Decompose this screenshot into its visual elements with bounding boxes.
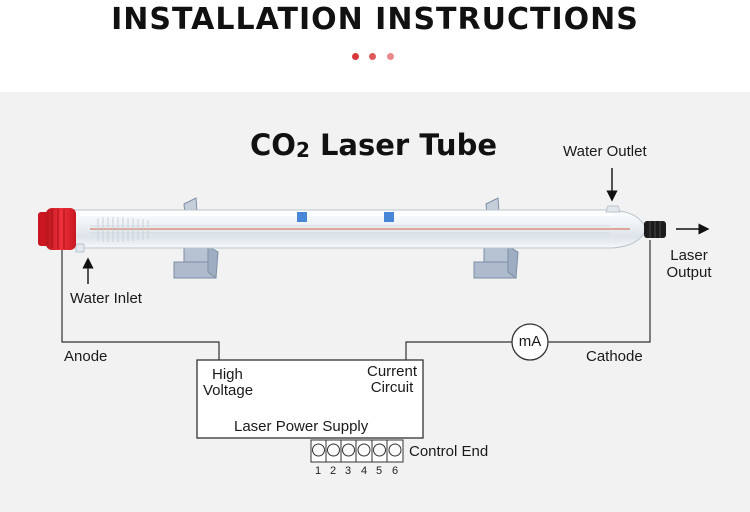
pin-number-1: 1 [314,465,322,477]
tube-title: CO2 Laser Tube [250,128,497,162]
power-supply-box [196,359,424,439]
anode-wire [61,240,220,360]
laser-output-label-line2: Output [666,264,712,281]
tube-label-sticker-right [384,212,394,222]
control-terminal-block [310,439,404,463]
pin-number-2: 2 [329,465,337,477]
laser-tube [73,205,666,253]
power-supply-label: Laser Power Supply [234,418,369,435]
current-circuit-label-line2: Circuit [370,379,414,396]
pin-number-4: 4 [360,465,368,477]
tube-title-co: CO [250,128,296,162]
terminal-screw-5 [373,443,386,457]
water-inlet-nozzle [75,243,85,253]
milliammeter-circle [511,323,549,361]
high-voltage-label-line2: Voltage [203,382,254,399]
tube-label-sticker-left [297,212,307,222]
water-inlet-label: Water Inlet [70,290,142,307]
anode-label: Anode [64,348,108,365]
terminal-screw-4 [357,443,371,457]
water-outlet-nozzle [605,205,621,213]
anode-red-cap [38,208,76,250]
terminal-screw-3 [342,443,355,457]
tube-title-subscript: 2 [295,138,310,162]
terminal-screw-6 [388,443,402,457]
decoration-dot-3 [387,53,394,60]
pin-number-6: 6 [391,465,399,477]
cathode-wire-right [548,240,651,343]
decoration-dot-1 [352,53,359,60]
cathode-wire-left [405,341,512,360]
page-title: INSTALLATION INSTRUCTIONS [111,2,639,37]
water-outlet-label: Water Outlet [563,143,647,160]
laser-output-label-line1: Laser [670,247,708,264]
control-end-label: Control End [409,443,489,460]
tube-title-rest: Laser Tube [309,128,497,162]
milliammeter-label: mA [518,333,542,350]
decoration-dot-2 [369,53,376,60]
high-voltage-label-line1: High [212,366,243,383]
terminal-screw-1 [312,443,325,457]
terminal-screw-2 [327,443,340,457]
pin-number-5: 5 [375,465,383,477]
wiring [61,240,651,360]
header-band: INSTALLATION INSTRUCTIONS [0,0,750,92]
current-circuit-label-line1: Current [366,363,418,380]
cathode-label: Cathode [586,348,643,365]
pin-number-3: 3 [344,465,352,477]
title-decoration-dots [352,53,402,61]
